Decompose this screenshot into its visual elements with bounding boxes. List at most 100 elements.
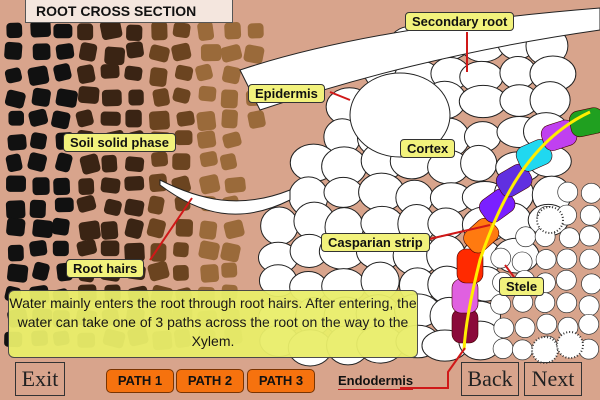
soil-particle xyxy=(124,198,145,217)
soil-particle xyxy=(152,88,170,107)
soil-particle xyxy=(128,89,144,106)
soil-particle xyxy=(222,65,241,85)
soil-particle xyxy=(148,110,170,131)
soil-particle xyxy=(172,265,189,281)
exit-button[interactable]: Exit xyxy=(15,362,65,396)
soil-particle xyxy=(147,195,165,215)
soil-particle xyxy=(4,67,23,84)
soil-particle xyxy=(7,263,29,283)
next-button[interactable]: Next xyxy=(524,362,582,396)
path-2-button[interactable]: PATH 2 xyxy=(176,369,244,393)
soil-particle xyxy=(31,87,51,107)
soil-particle xyxy=(200,264,220,283)
label-secondary-root: Secondary root xyxy=(405,12,515,31)
soil-particle xyxy=(100,221,119,240)
soil-particle xyxy=(100,111,121,126)
soil-particle xyxy=(196,130,217,149)
soil-particle xyxy=(76,64,96,84)
soil-particle xyxy=(51,110,71,130)
stele-cell xyxy=(555,269,577,291)
stele-cell xyxy=(559,227,580,249)
secondary-root xyxy=(239,7,600,111)
soil-particle xyxy=(124,156,145,173)
soil-particle xyxy=(172,153,191,171)
soil-particle xyxy=(76,195,97,213)
soil-particle xyxy=(101,154,118,173)
soil-particle xyxy=(174,130,193,146)
soil-particle xyxy=(219,153,238,171)
soil-particle xyxy=(7,244,24,262)
soil-particle xyxy=(223,219,245,239)
label-root-hairs: Root hairs xyxy=(66,259,145,278)
soil-particle xyxy=(6,175,27,192)
label-endodermis: Endodermis xyxy=(338,373,414,390)
soil-particle xyxy=(221,262,238,278)
soil-particle xyxy=(32,261,50,281)
stele-cell xyxy=(557,181,579,203)
soil-particle xyxy=(54,197,74,213)
xylem-vessel xyxy=(556,331,584,359)
soil-particle xyxy=(29,240,48,257)
stele-cell xyxy=(579,248,600,270)
soil-particle xyxy=(4,41,23,60)
soil-particle xyxy=(173,242,189,258)
soil-particle xyxy=(146,218,166,239)
back-button[interactable]: Back xyxy=(461,362,519,396)
soil-particle xyxy=(200,44,222,62)
soil-particle xyxy=(55,88,78,108)
soil-particle xyxy=(78,220,101,241)
path-3-button[interactable]: PATH 3 xyxy=(247,369,315,393)
stele-cell xyxy=(512,339,533,361)
soil-particle xyxy=(77,23,94,41)
soil-particle xyxy=(30,19,51,38)
soil-particle xyxy=(100,177,121,194)
soil-particle xyxy=(6,22,23,39)
soil-particle xyxy=(75,109,94,128)
xylem-vessel xyxy=(536,206,564,234)
soil-particle xyxy=(151,151,169,167)
stele-cell xyxy=(511,251,533,273)
soil-particle xyxy=(125,109,142,128)
soil-particle xyxy=(172,87,191,104)
soil-particle xyxy=(103,198,122,216)
soil-particle xyxy=(174,64,194,81)
stele-cell xyxy=(579,204,600,226)
label-epidermis: Epidermis xyxy=(248,84,325,103)
soil-particle xyxy=(77,86,100,104)
label-casparian-strip: Casparian strip xyxy=(321,233,430,252)
soil-particle xyxy=(99,18,123,41)
soil-particle xyxy=(8,110,25,126)
stele-cell xyxy=(535,249,557,270)
label-cortex: Cortex xyxy=(400,139,456,158)
soil-particle xyxy=(221,109,238,129)
soil-particle xyxy=(220,44,243,63)
soil-particle xyxy=(224,22,242,40)
soil-particle xyxy=(151,21,168,41)
path-1-button[interactable]: PATH 1 xyxy=(106,369,174,393)
soil-particle xyxy=(222,131,242,149)
soil-particle xyxy=(32,43,51,61)
soil-particle xyxy=(124,242,145,263)
label-soil-solid-phase: Soil solid phase xyxy=(63,133,176,152)
soil-particle xyxy=(199,151,218,168)
stele-cell xyxy=(534,292,556,313)
cortex-cell xyxy=(460,144,498,182)
soil-particle xyxy=(148,44,170,63)
cortex-cell xyxy=(260,206,299,246)
soil-particle xyxy=(32,177,50,196)
soil-particle xyxy=(28,108,49,127)
stele-cell xyxy=(490,293,511,315)
stele-cell xyxy=(493,317,515,339)
soil-particle xyxy=(124,175,145,191)
soil-particle xyxy=(171,42,192,62)
soil-particle xyxy=(5,153,23,173)
soil-particle xyxy=(32,219,54,238)
soil-particle xyxy=(149,67,168,87)
soil-particle xyxy=(53,177,71,196)
soil-particle xyxy=(6,217,26,237)
label-stele: Stele xyxy=(499,277,545,296)
water-path-line xyxy=(462,110,591,351)
stele-cell xyxy=(579,225,600,247)
soil-particle xyxy=(176,110,195,127)
soil-particle xyxy=(53,63,72,82)
